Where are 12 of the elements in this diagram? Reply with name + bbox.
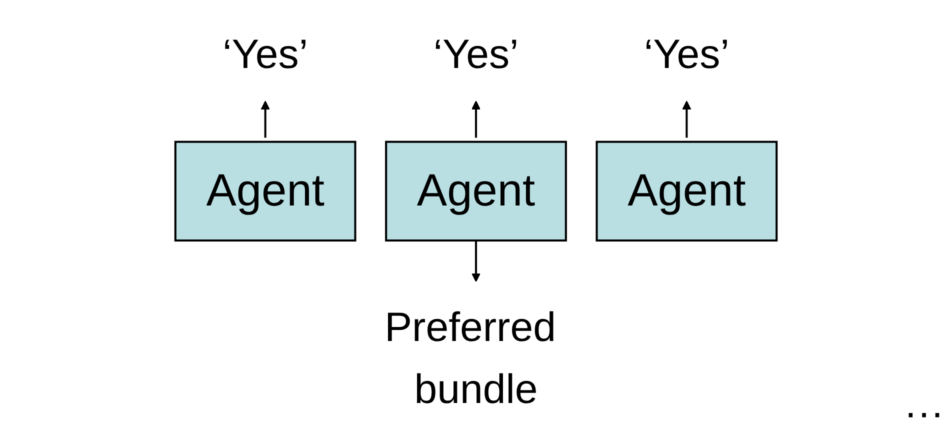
node-box — [174, 140, 356, 242]
node-text: Preferred bundle — [384, 305, 556, 412]
node-box — [385, 140, 567, 242]
arrow — [260, 100, 270, 138]
ellipsis-text: ··· — [904, 391, 944, 436]
arrow — [471, 100, 481, 138]
arrow — [682, 100, 692, 138]
arrow — [471, 240, 481, 282]
node-text: ‘Yes’ — [644, 32, 730, 78]
node-text: ‘Yes’ — [222, 32, 308, 78]
node-box — [596, 140, 778, 242]
node-text: ‘Yes’ — [433, 32, 519, 78]
